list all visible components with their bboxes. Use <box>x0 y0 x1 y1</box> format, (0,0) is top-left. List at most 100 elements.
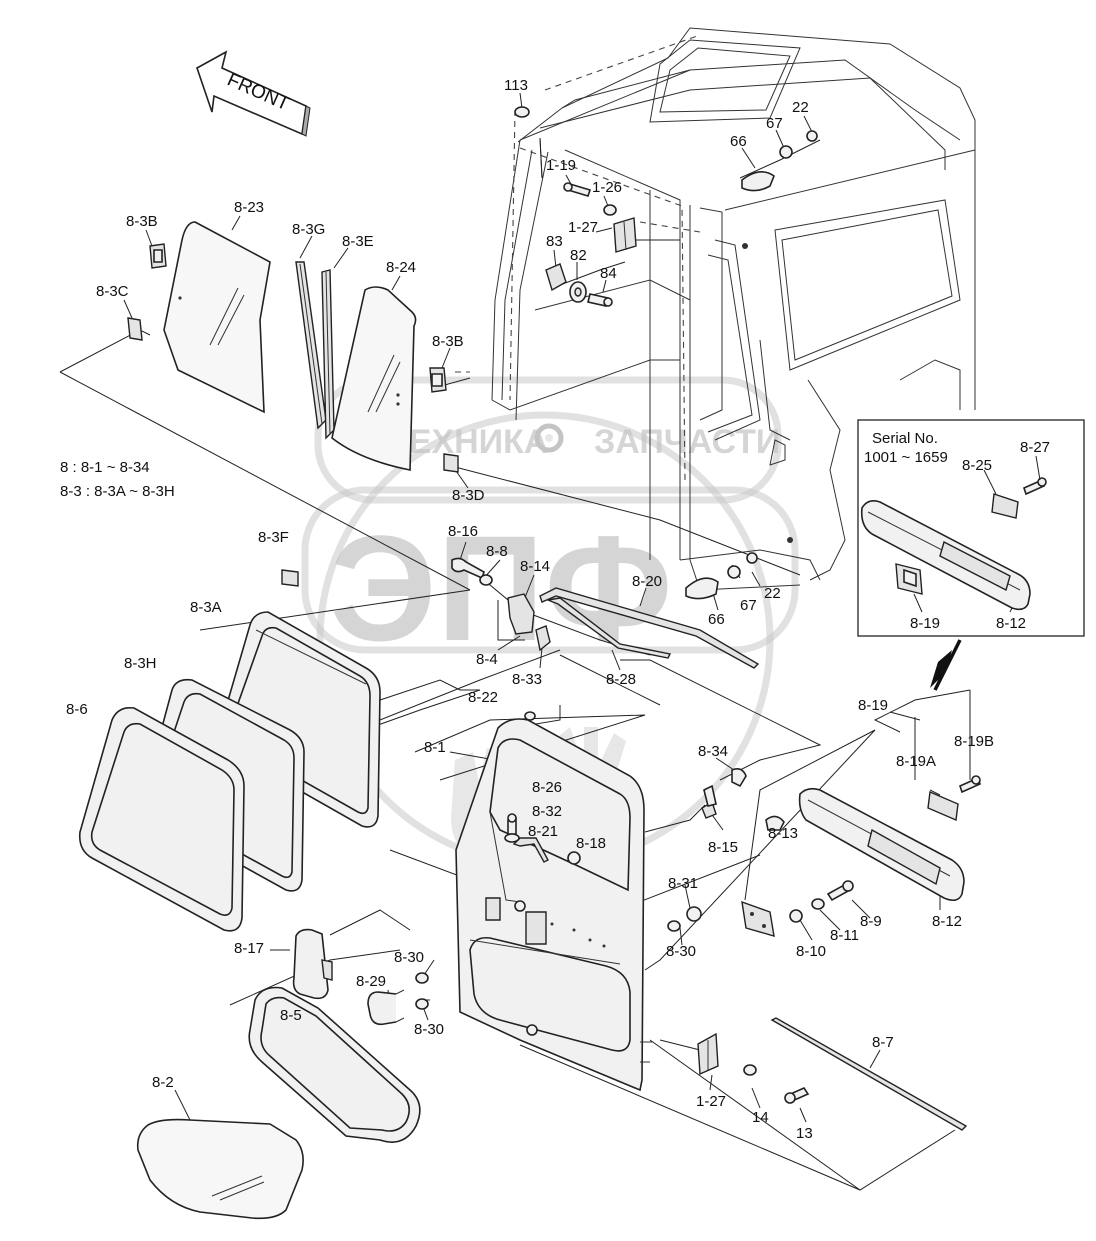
label-67-upper: 67 <box>766 115 783 132</box>
label-66-upper: 66 <box>730 133 747 150</box>
label-8-11: 8-11 <box>830 927 859 944</box>
cap-113 <box>514 106 530 118</box>
label-113: 113 <box>504 77 528 94</box>
label-8-19b: 8-19B <box>954 733 994 750</box>
label-8-13: 8-13 <box>768 825 798 842</box>
serial-title: Serial No. <box>872 430 938 447</box>
label-67-lower: 67 <box>740 597 757 614</box>
glass-8-23 <box>163 221 271 414</box>
label-8-15: 8-15 <box>708 839 738 856</box>
hinge-1-27-lower <box>697 1032 719 1076</box>
label-8-3a: 8-3A <box>190 599 222 616</box>
serial-range: 1001 ~ 1659 <box>864 449 948 466</box>
bolt-13 <box>784 1086 810 1104</box>
label-8-17: 8-17 <box>234 940 264 957</box>
mirror-8-17 <box>292 928 333 1000</box>
label-8-24: 8-24 <box>386 259 416 276</box>
knob-66-upper <box>741 171 775 192</box>
hinge-1-27-upper <box>613 217 637 253</box>
label-8-3e: 8-3E <box>342 233 374 250</box>
watermark-gear-icon <box>534 423 564 453</box>
bolt-8-26 <box>507 813 517 835</box>
label-82: 82 <box>570 247 587 264</box>
label-8-3b-upper: 8-3B <box>126 213 158 230</box>
striker-8-15 <box>701 784 717 819</box>
dashed-reference-lines <box>455 34 701 481</box>
label-8-16: 8-16 <box>448 523 478 540</box>
glass-8-24 <box>331 286 417 471</box>
label-83: 83 <box>546 233 563 250</box>
label-1-27-upper: 1-27 <box>568 219 598 236</box>
pointer-curve-arrow <box>930 639 962 691</box>
label-8-3f: 8-3F <box>258 529 289 546</box>
label-8-3c: 8-3C <box>96 283 129 300</box>
label-8-30-lower: 8-30 <box>414 1021 444 1038</box>
label-8-28: 8-28 <box>606 671 636 688</box>
label-8-30-upper: 8-30 <box>394 949 424 966</box>
seal-8-5 <box>248 986 421 1143</box>
rod-8-21 <box>512 837 549 863</box>
handle-assembly-8-14 <box>507 593 551 652</box>
front-arrow: FRONT <box>196 50 311 137</box>
washer-67-lower <box>727 565 741 579</box>
label-8-22: 8-22 <box>468 689 498 706</box>
washer-8-30-lower <box>415 998 429 1010</box>
label-8-31: 8-31 <box>668 875 698 892</box>
part-labels: 113 22 67 66 1-19 1-26 1-27 83 82 84 8-3… <box>66 77 1050 1142</box>
label-8-20: 8-20 <box>632 573 662 590</box>
door-8-1 <box>455 718 652 1092</box>
clip-8-3b-lower <box>429 367 447 393</box>
washer-1-26 <box>603 204 617 216</box>
washer-8-30-upper <box>415 972 429 984</box>
clip-8-3d <box>443 453 459 473</box>
label-8-19a: 8-19A <box>896 753 936 770</box>
label-8-14: 8-14 <box>520 558 550 575</box>
note-line-1: 8 : 8-1 ~ 8-34 <box>60 459 150 476</box>
latch-plate <box>741 900 775 937</box>
serial-inset <box>857 419 1085 637</box>
insert-8-19a <box>927 790 959 822</box>
clip-8-3f <box>281 569 299 587</box>
u-bolt-8-29 <box>367 989 405 1026</box>
label-8-4: 8-4 <box>476 651 498 668</box>
bolt-84 <box>587 293 613 307</box>
label-8-8: 8-8 <box>486 543 508 560</box>
label-8-12: 8-12 <box>932 913 962 930</box>
label-8-5: 8-5 <box>280 1007 302 1024</box>
nut-8-18 <box>567 851 581 865</box>
label-8-3g: 8-3G <box>292 221 325 238</box>
label-8-3d: 8-3D <box>452 487 485 504</box>
label-22-upper: 22 <box>792 99 809 116</box>
seal-8-3g <box>295 261 327 430</box>
label-8-19-inset: 8-19 <box>910 615 940 632</box>
label-1-19: 1-19 <box>546 157 576 174</box>
washer-8-8 <box>479 574 493 586</box>
bumper-8-13 <box>765 815 785 831</box>
label-8-25: 8-25 <box>962 457 992 474</box>
label-1-26: 1-26 <box>592 179 622 196</box>
label-8-3b-lower: 8-3B <box>432 333 464 350</box>
washer-8-11 <box>811 898 825 910</box>
label-8-10: 8-10 <box>796 943 826 960</box>
knob-66-lower <box>685 577 719 600</box>
label-8-6: 8-6 <box>66 701 88 718</box>
bolt-8-19b <box>959 775 981 794</box>
label-8-9: 8-9 <box>860 913 882 930</box>
clip-8-3b-upper <box>149 243 167 269</box>
note-line-2: 8-3 : 8-3A ~ 8-3H <box>60 483 175 500</box>
bolt-1-19 <box>563 182 592 197</box>
label-8-21: 8-21 <box>528 823 558 840</box>
seal-8-3a <box>218 611 381 828</box>
label-8-2: 8-2 <box>152 1074 174 1091</box>
label-8-23: 8-23 <box>234 199 264 216</box>
strip-8-7 <box>770 1017 968 1131</box>
label-66-lower: 66 <box>708 611 725 628</box>
watermark-right-text: ЗАПЧАСТИ <box>594 423 780 461</box>
label-8-32: 8-32 <box>532 803 562 820</box>
glass-8-2 <box>136 1118 304 1220</box>
label-8-33: 8-33 <box>512 671 542 688</box>
label-8-18: 8-18 <box>576 835 606 852</box>
label-8-27: 8-27 <box>1020 439 1050 456</box>
washer-67-upper <box>779 145 793 159</box>
